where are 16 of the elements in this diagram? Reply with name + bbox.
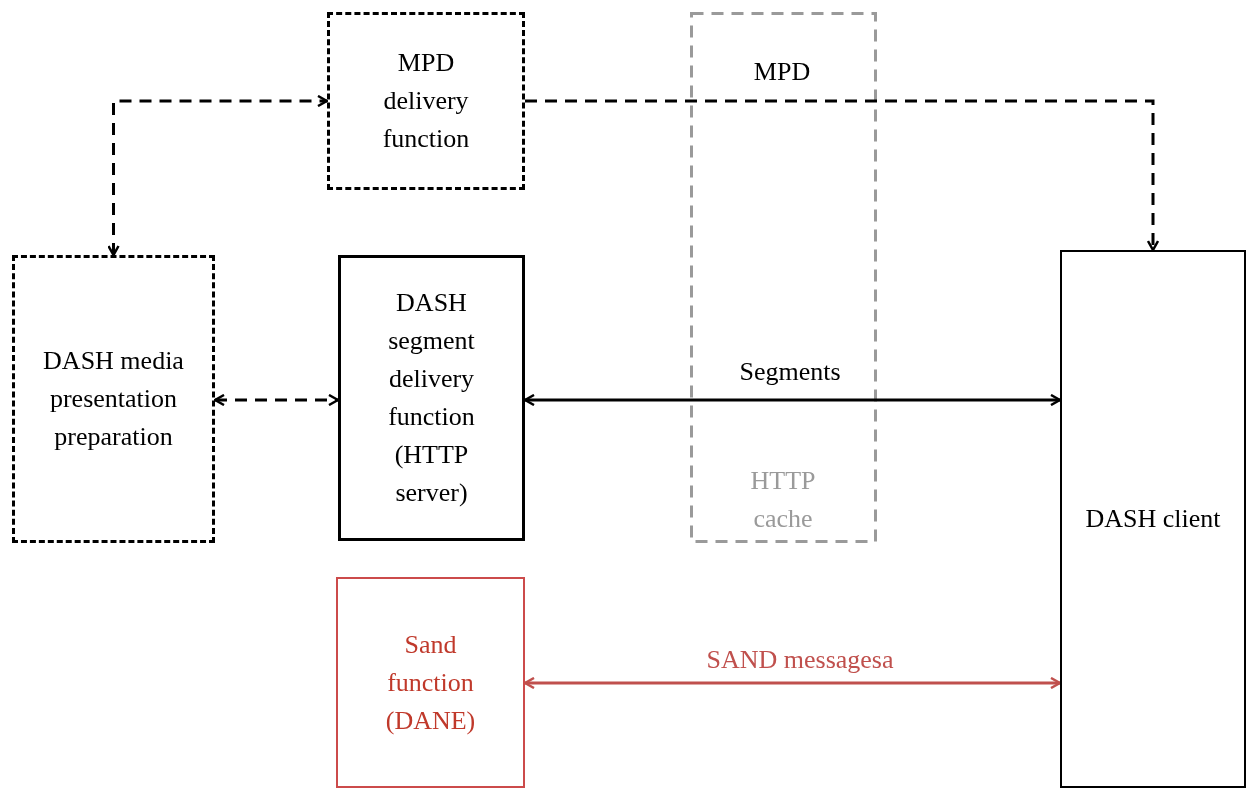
server-box <box>338 255 525 541</box>
function-box <box>336 577 525 788</box>
box-label: DASH segment delivery function (HTTP server) <box>387 287 476 509</box>
arrow <box>523 676 1062 690</box>
arrow <box>523 393 1062 407</box>
arrow <box>107 94 329 257</box>
box-label: MPD delivery function <box>381 47 471 155</box>
process-box <box>327 12 525 190</box>
arrow <box>525 99 1160 252</box>
process-box <box>12 255 215 543</box>
box-label: Sand function (DANE) <box>384 628 477 737</box>
client-box <box>1060 250 1246 788</box>
box-label: DASH client <box>1085 503 1221 535</box>
cache-label: HTTP cache <box>749 465 817 535</box>
arrow <box>213 393 340 407</box>
box-label: DASH media presentation preparation <box>42 345 185 453</box>
